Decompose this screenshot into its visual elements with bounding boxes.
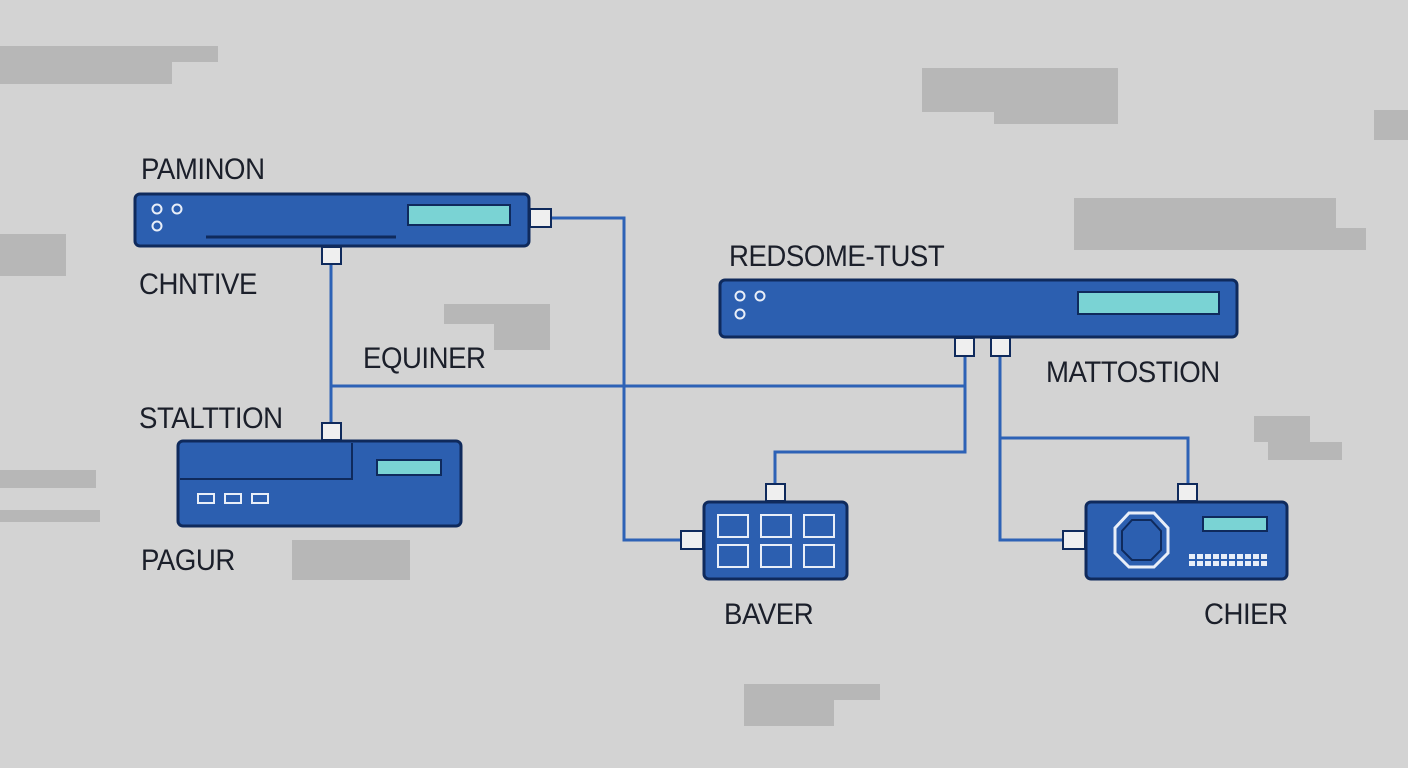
display-panel — [1077, 291, 1220, 315]
blur-block — [494, 324, 550, 350]
blur-block — [0, 510, 100, 522]
blur-block — [1268, 442, 1342, 460]
link-redsome-chier-side — [998, 356, 1062, 542]
background-blocks — [0, 46, 1408, 726]
ethernet-port — [760, 514, 792, 538]
label-equiner: EQUINER — [363, 342, 486, 375]
keypad-key — [1205, 554, 1211, 559]
keypad-key — [1253, 561, 1259, 566]
blur-block — [922, 68, 1118, 112]
blur-block — [0, 234, 66, 276]
device-paminon[interactable] — [133, 192, 552, 265]
label-stalttion: STALTTION — [139, 402, 283, 435]
status-led — [734, 308, 746, 320]
network-appliance-icon — [176, 439, 463, 528]
port-connector — [321, 422, 342, 441]
ethernet-port — [760, 544, 792, 568]
blur-block — [1074, 198, 1336, 228]
label-redsome-tust: REDSOME-TUST — [729, 240, 945, 273]
status-led — [734, 290, 746, 302]
status-led — [151, 203, 163, 215]
keypad-key — [1245, 554, 1251, 559]
link-redsome-chier-top — [1000, 436, 1190, 484]
blur-block — [444, 304, 550, 324]
port-connector — [954, 337, 975, 357]
blur-block — [0, 46, 218, 62]
status-led — [754, 290, 766, 302]
blur-block — [0, 470, 96, 488]
port-connector — [765, 483, 786, 502]
keypad-key — [1213, 554, 1219, 559]
keypad-key — [1221, 561, 1227, 566]
device-stalttion[interactable] — [176, 422, 463, 528]
keypad-key — [1229, 561, 1235, 566]
ethernet-ports — [717, 514, 835, 568]
display-panel — [407, 204, 511, 226]
keypad-key — [1253, 554, 1259, 559]
keypad-key — [1205, 561, 1211, 566]
keypad-key — [1189, 554, 1195, 559]
indicator-slot — [197, 493, 215, 504]
port-connector — [321, 246, 342, 265]
chassis-seam — [180, 443, 353, 480]
display-panel — [1202, 516, 1268, 532]
label-baver: BAVER — [724, 598, 814, 631]
indicator-slot — [251, 493, 269, 504]
device-redsome-tust[interactable] — [718, 278, 1239, 357]
ethernet-port — [717, 544, 749, 568]
keypad-key — [1213, 561, 1219, 566]
port-connector — [680, 530, 704, 550]
blur-block — [1254, 416, 1310, 442]
keypad-icon — [1189, 554, 1267, 566]
keypad-key — [1197, 554, 1203, 559]
keypad-key — [1197, 561, 1203, 566]
device-chier[interactable] — [1062, 483, 1289, 581]
status-led — [171, 203, 183, 215]
display-panel — [376, 459, 442, 476]
port-connector — [990, 337, 1011, 357]
keypad-key — [1261, 554, 1267, 559]
blur-block — [994, 112, 1118, 124]
label-pagur: PAGUR — [141, 544, 235, 577]
blur-block — [744, 700, 834, 726]
status-led — [151, 220, 163, 232]
port-connector — [529, 208, 552, 228]
keypad-key — [1229, 554, 1235, 559]
keypad-key — [1221, 554, 1227, 559]
label-mattostion: MATTOSTION — [1046, 356, 1220, 389]
blur-block — [0, 62, 172, 84]
device-baver[interactable] — [680, 483, 849, 581]
indicator-slot — [224, 493, 242, 504]
label-chier: CHIER — [1204, 598, 1288, 631]
blur-block — [744, 684, 880, 700]
port-connector — [1062, 530, 1086, 550]
blur-block — [292, 540, 410, 580]
ethernet-port — [803, 514, 835, 538]
link-redsome-baver — [773, 386, 967, 484]
keypad-key — [1237, 554, 1243, 559]
label-chntive: CHNTIVE — [139, 268, 257, 301]
label-paminon: PAMINON — [141, 153, 265, 186]
octagon-dial-inner — [1121, 519, 1162, 561]
link-paminon-baver — [552, 216, 680, 542]
blur-block — [1374, 110, 1408, 140]
keypad-key — [1237, 561, 1243, 566]
keypad-key — [1261, 561, 1267, 566]
keypad-key — [1189, 561, 1195, 566]
port-connector — [1177, 483, 1198, 502]
keypad-key — [1245, 561, 1251, 566]
ethernet-port — [717, 514, 749, 538]
connection-links — [329, 216, 1190, 542]
blur-block — [1074, 228, 1366, 250]
ethernet-port — [803, 544, 835, 568]
